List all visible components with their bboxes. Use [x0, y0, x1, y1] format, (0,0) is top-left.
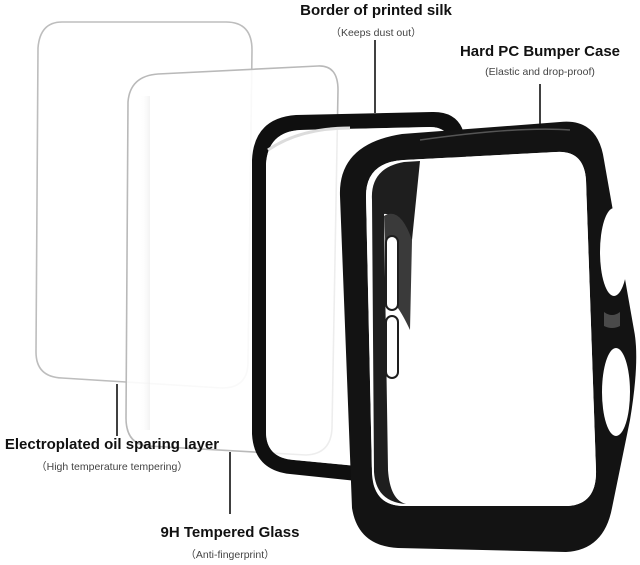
leader-lines [116, 40, 541, 514]
callout-tempered-glass: 9H Tempered Glass （Anti-fingerprint） [140, 524, 320, 562]
hard-pc-bumper-case [339, 121, 637, 553]
callout-bumper-case: Hard PC Bumper Case (Elastic and drop-pr… [450, 43, 630, 78]
callout-title: 9H Tempered Glass [160, 524, 300, 541]
callout-title: Border of printed silk [300, 2, 452, 19]
callout-electroplated-layer: Electroplated oil sparing layer （High te… [0, 436, 224, 474]
callout-subtitle: (Elastic and drop-proof) [485, 66, 595, 78]
callout-subtitle: （High temperature tempering） [36, 461, 188, 473]
callout-subtitle: （Anti-fingerprint） [185, 549, 275, 561]
callout-title: Electroplated oil sparing layer [4, 436, 220, 453]
callout-title: Hard PC Bumper Case [459, 43, 621, 60]
callout-border-silk: Border of printed silk （Keeps dust out） [276, 2, 476, 40]
callout-subtitle: （Keeps dust out） [330, 27, 422, 39]
